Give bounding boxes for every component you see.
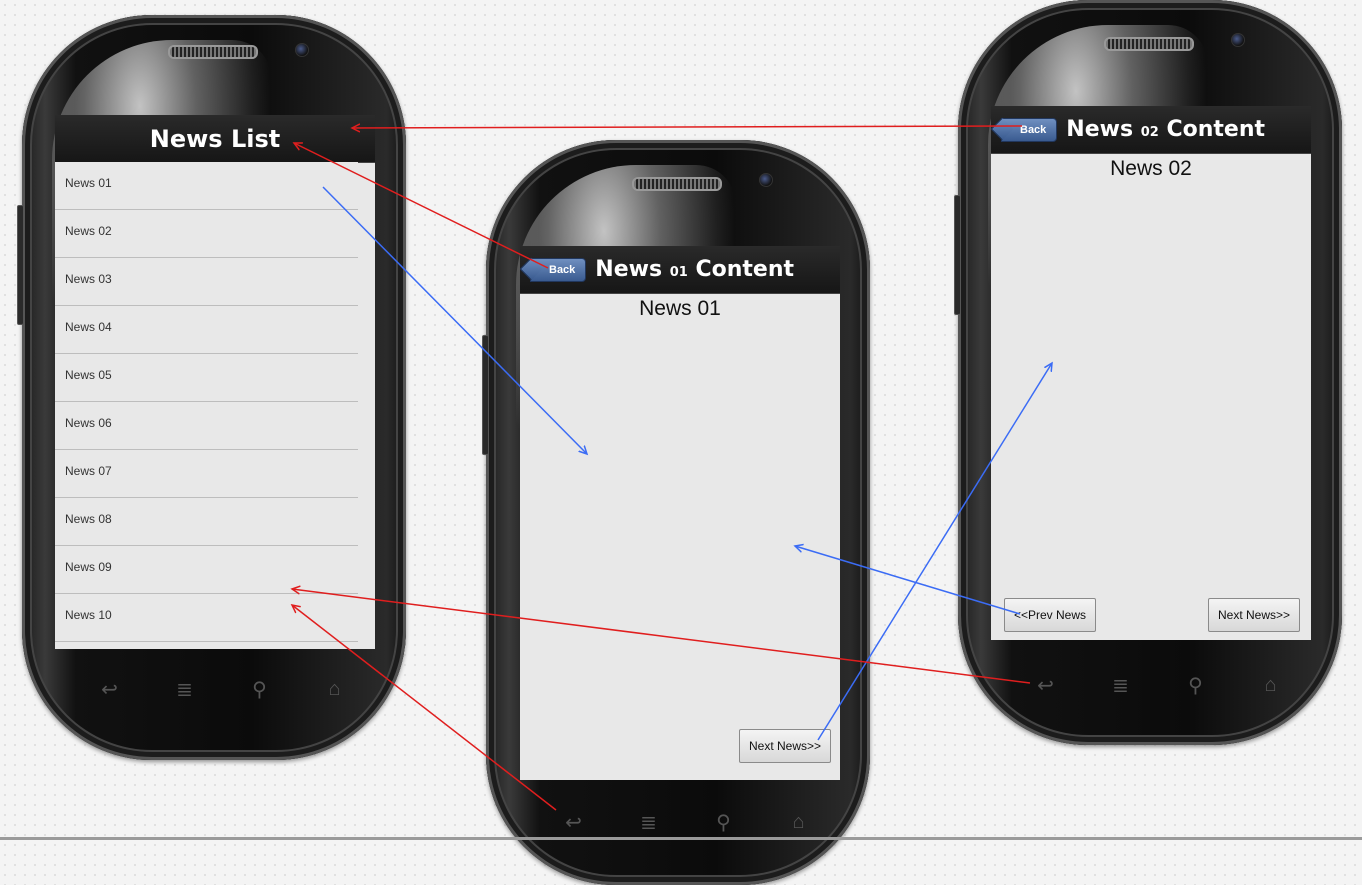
camera <box>295 43 309 57</box>
back-button[interactable]: Back <box>530 257 587 282</box>
nav-bar: ↩ ≣ ⚲ ⌂ <box>536 810 836 835</box>
volume-button <box>17 205 24 325</box>
next-news-button[interactable]: Next News>> <box>739 729 831 763</box>
speaker <box>168 45 258 59</box>
next-news-button[interactable]: Next News>> <box>1208 598 1300 632</box>
list-item[interactable]: News 03 <box>55 258 358 306</box>
list-item[interactable]: News 09 <box>55 546 358 594</box>
list-item[interactable]: News 10 <box>55 594 358 642</box>
home-icon[interactable]: ⌂ <box>1264 674 1277 696</box>
menu-icon[interactable]: ≣ <box>640 812 657 834</box>
page-title: News 02 Content <box>1066 117 1265 142</box>
title-prefix: News <box>1066 117 1141 142</box>
camera <box>759 173 773 187</box>
list-item[interactable]: News 05 <box>55 354 358 402</box>
title-suffix: Content <box>687 257 795 282</box>
list-item[interactable]: News 04 <box>55 306 358 354</box>
header-bar: Back News 02 Content <box>991 106 1311 154</box>
back-icon[interactable]: ↩ <box>565 812 582 834</box>
screen-news-02: Back News 02 Content News 02 <<Prev News… <box>991 106 1311 640</box>
search-icon[interactable]: ⚲ <box>1188 675 1203 697</box>
home-icon[interactable]: ⌂ <box>792 811 805 833</box>
volume-button <box>954 195 961 315</box>
title-prefix: News <box>595 257 670 282</box>
arrow-back3-to-list <box>352 126 1023 128</box>
back-button[interactable]: Back <box>1001 117 1058 142</box>
back-icon[interactable]: ↩ <box>101 679 118 701</box>
screen-news-list: News List News 01 News 02 News 03 News 0… <box>55 115 375 649</box>
back-icon[interactable]: ↩ <box>1037 675 1054 697</box>
home-icon[interactable]: ⌂ <box>328 678 341 700</box>
bottom-divider <box>0 837 1362 840</box>
news-title: News 01 <box>639 297 721 320</box>
search-icon[interactable]: ⚲ <box>716 812 731 834</box>
search-icon[interactable]: ⚲ <box>252 679 267 701</box>
list-item[interactable]: News 06 <box>55 402 358 450</box>
title-number: 02 <box>1140 125 1159 140</box>
list-item[interactable]: News 08 <box>55 498 358 546</box>
speaker <box>632 177 722 191</box>
list-item[interactable]: News 01 <box>55 162 358 210</box>
header-bar: Back News 01 Content <box>520 246 840 294</box>
page-title: News List <box>149 124 281 153</box>
header-bar: News List <box>55 115 375 163</box>
title-number: 01 <box>669 265 688 280</box>
news-title: News 02 <box>1110 157 1192 180</box>
news-list: News 01 News 02 News 03 News 04 News 05 … <box>55 162 375 642</box>
nav-bar: ↩ ≣ ⚲ ⌂ <box>1008 673 1308 698</box>
menu-icon[interactable]: ≣ <box>1112 675 1129 697</box>
nav-bar: ↩ ≣ ⚲ ⌂ <box>72 677 372 702</box>
page-title: News 01 Content <box>595 257 794 282</box>
camera <box>1231 33 1245 47</box>
screen-news-01: Back News 01 Content News 01 Next News>> <box>520 246 840 780</box>
speaker <box>1104 37 1194 51</box>
list-item[interactable]: News 02 <box>55 210 358 258</box>
menu-icon[interactable]: ≣ <box>176 679 193 701</box>
title-suffix: Content <box>1158 117 1266 142</box>
list-item[interactable]: News 07 <box>55 450 358 498</box>
volume-button <box>482 335 489 455</box>
prev-news-button[interactable]: <<Prev News <box>1004 598 1096 632</box>
